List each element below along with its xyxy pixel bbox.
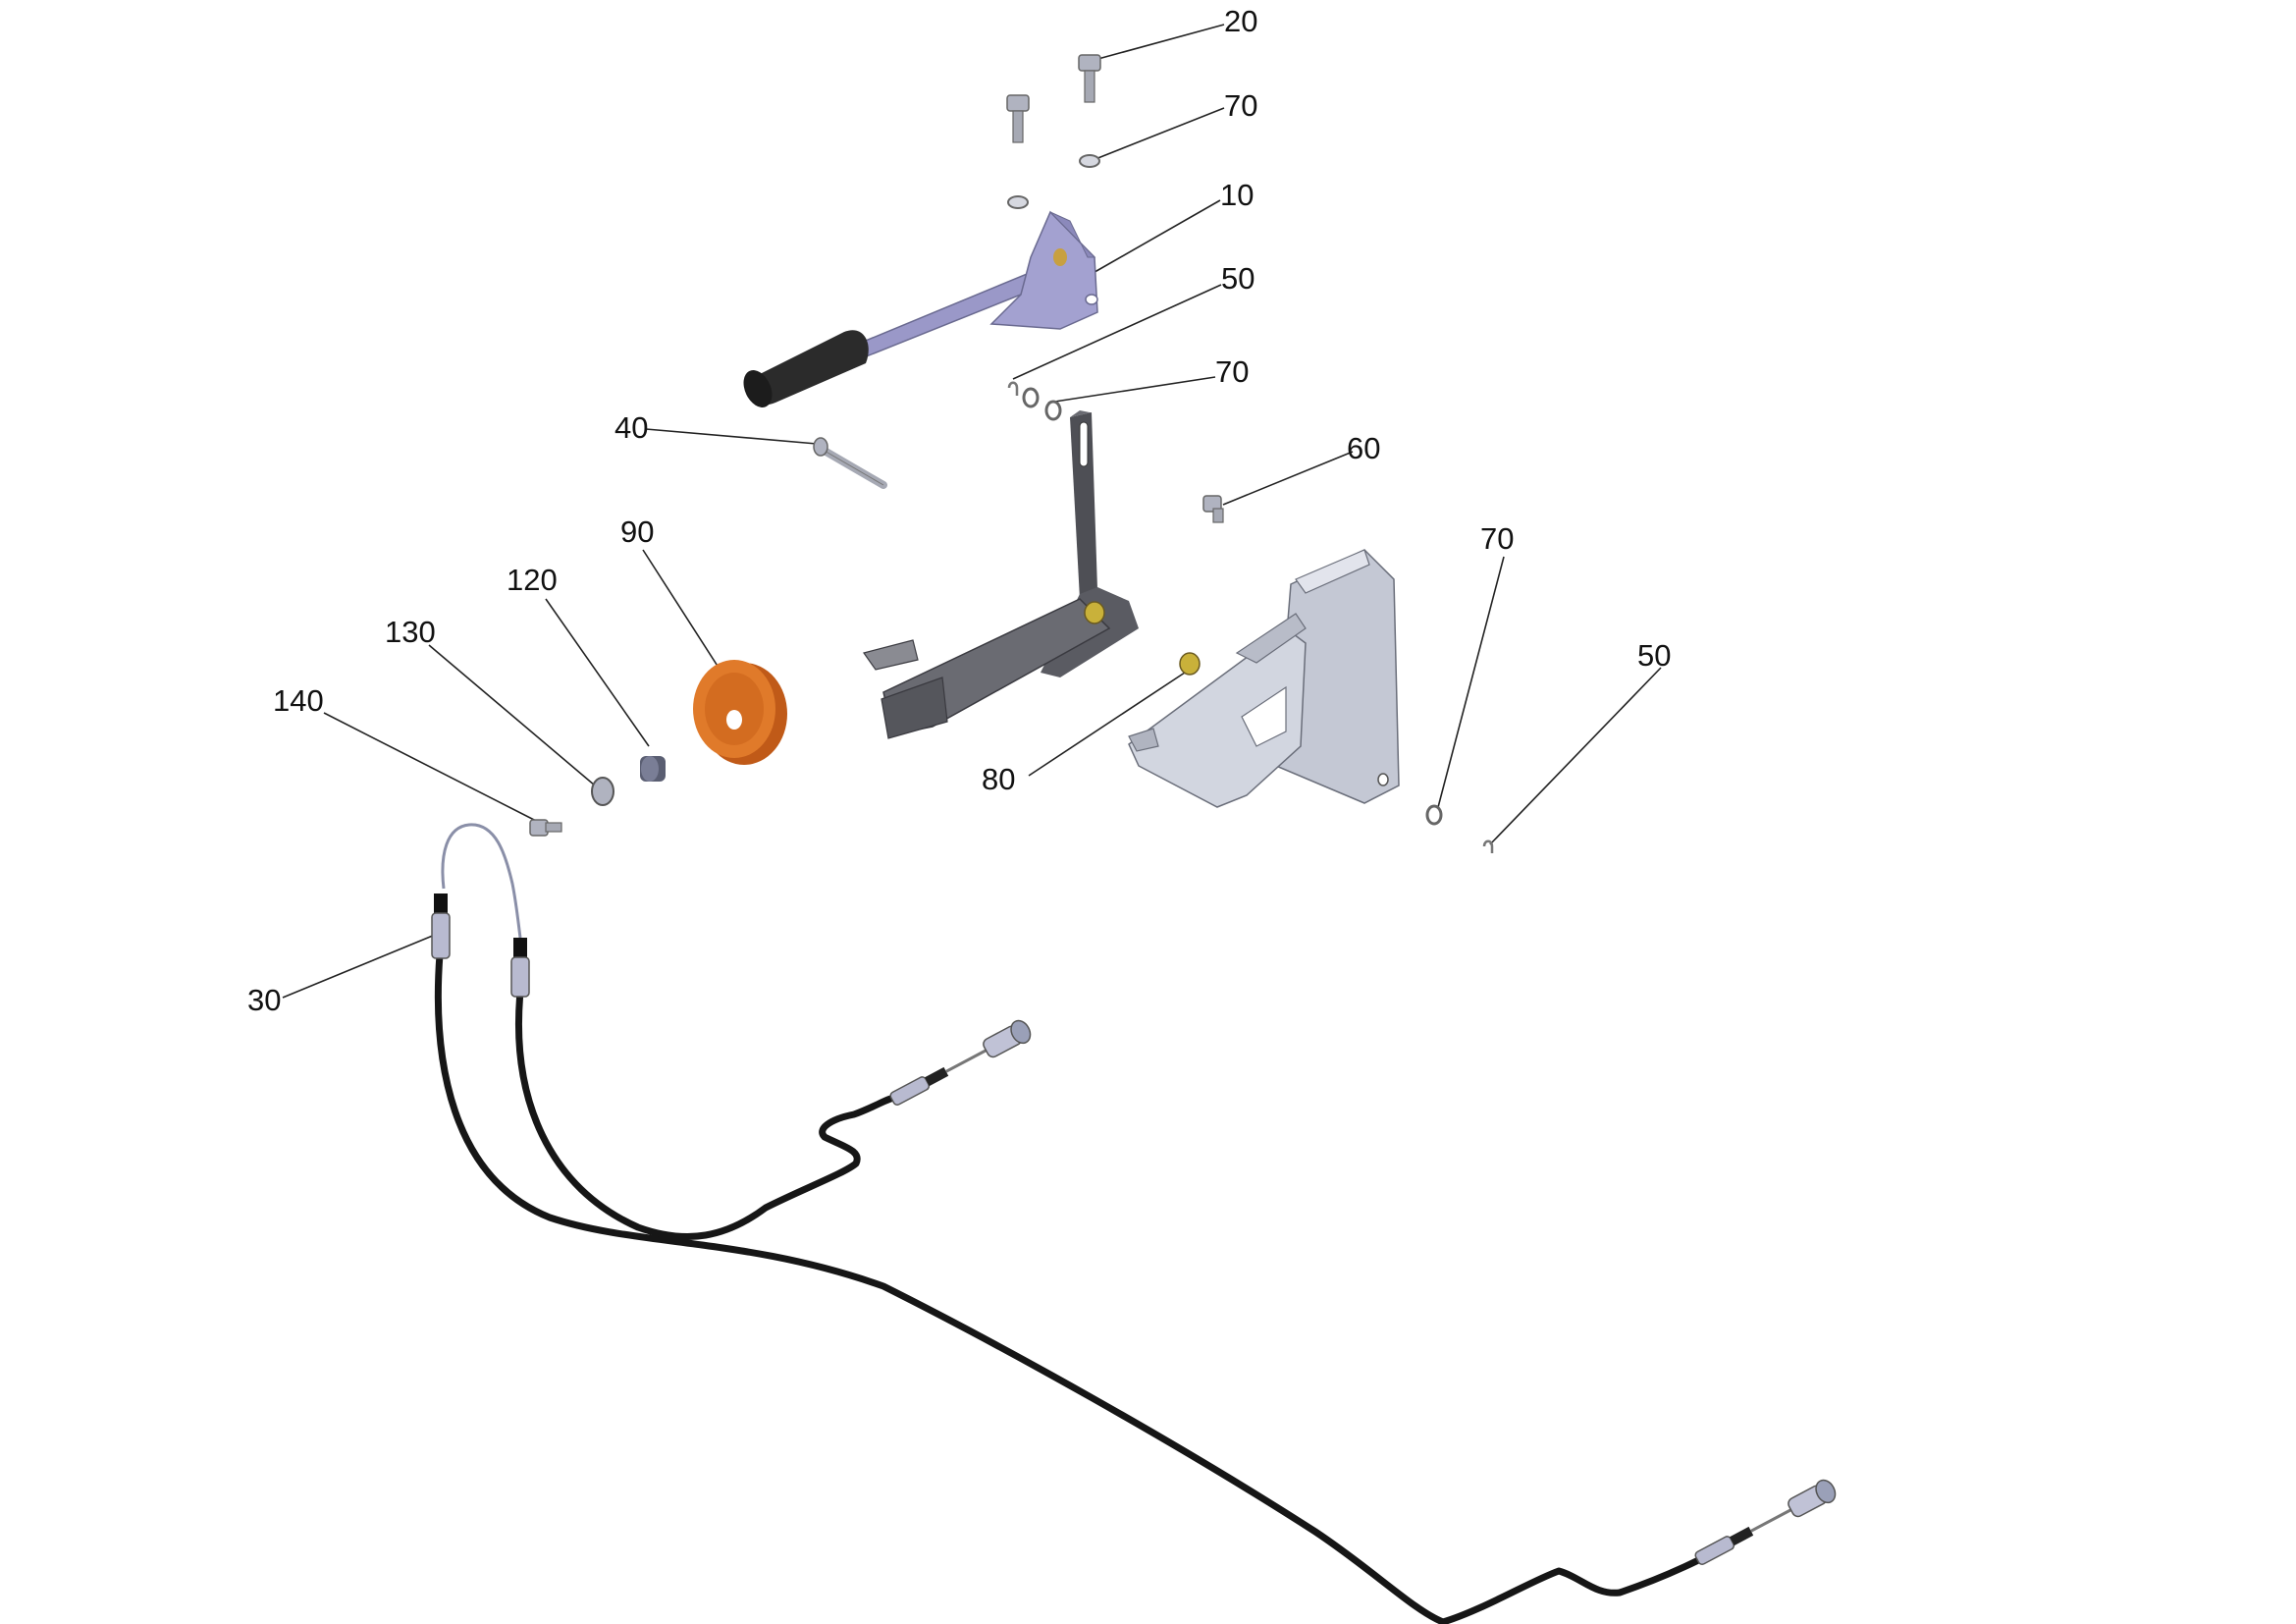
callout-130: 130 — [385, 615, 436, 649]
washer-70-top-left — [1007, 195, 1029, 209]
leader-50-right — [1489, 667, 1662, 845]
pin-50-top — [1007, 381, 1019, 396]
leader-30 — [282, 932, 441, 999]
pin-50-right — [1482, 839, 1494, 853]
callout-50-top: 50 — [1221, 261, 1255, 296]
leader-50-top — [1012, 284, 1222, 380]
cable-end-far-fitting — [1694, 1479, 1837, 1565]
bolt-20-left — [1006, 94, 1030, 143]
leader-40 — [645, 428, 818, 445]
cable-end-mid-fitting — [889, 1019, 1032, 1106]
callout-40: 40 — [614, 410, 648, 445]
mounting-plate — [1128, 549, 1400, 808]
leader-80 — [1028, 670, 1189, 777]
bolt-20-right — [1078, 54, 1101, 103]
bolt-60 — [1202, 495, 1224, 523]
spacer-120 — [640, 756, 666, 782]
pulley-90 — [693, 660, 787, 765]
equalizer-wire — [441, 823, 522, 939]
washer-70-top-right — [1079, 154, 1100, 168]
leader-120 — [545, 598, 650, 747]
cable-sheath-long — [434, 950, 1732, 1624]
callout-70-mid: 70 — [1215, 354, 1249, 389]
callout-120: 120 — [507, 563, 558, 597]
cable-end-right-top — [510, 938, 530, 998]
callout-labels: 20 70 10 50 70 40 60 90 120 130 70 50 14… — [247, 4, 1671, 1017]
callout-70-right: 70 — [1480, 521, 1514, 556]
cable-end-left-top — [431, 893, 451, 959]
callout-50-right: 50 — [1637, 638, 1671, 673]
callout-10: 10 — [1220, 178, 1254, 212]
callout-70-top: 70 — [1224, 88, 1257, 123]
callout-30: 30 — [247, 983, 281, 1017]
leader-130 — [428, 644, 596, 786]
washer-70-mid-a — [1022, 387, 1040, 408]
leader-70-right — [1436, 556, 1505, 812]
callout-140: 140 — [273, 683, 324, 718]
leader-lines — [282, 24, 1662, 999]
callout-80: 80 — [982, 762, 1015, 796]
washer-130 — [591, 777, 614, 806]
cable-sheath-short — [515, 988, 899, 1240]
washer-70-right — [1425, 804, 1443, 826]
hand-brake-lever — [743, 210, 1098, 407]
leader-70-mid — [1047, 376, 1216, 404]
leader-20 — [1094, 24, 1225, 61]
pivot-bolt-40 — [813, 437, 887, 489]
leader-90 — [642, 549, 730, 685]
callout-90: 90 — [620, 514, 654, 549]
callout-60: 60 — [1347, 431, 1380, 465]
leader-60 — [1222, 451, 1354, 506]
leader-70-top — [1095, 107, 1225, 160]
bushing-80 — [1179, 652, 1201, 676]
brake-cable-assembly — [431, 823, 1837, 1624]
washer-70-mid-b — [1044, 400, 1062, 421]
callout-20: 20 — [1224, 4, 1257, 38]
lever-mounting-bracket — [863, 410, 1139, 739]
leader-140 — [323, 712, 541, 824]
bolt-140 — [529, 819, 562, 837]
leader-10 — [1089, 199, 1221, 276]
